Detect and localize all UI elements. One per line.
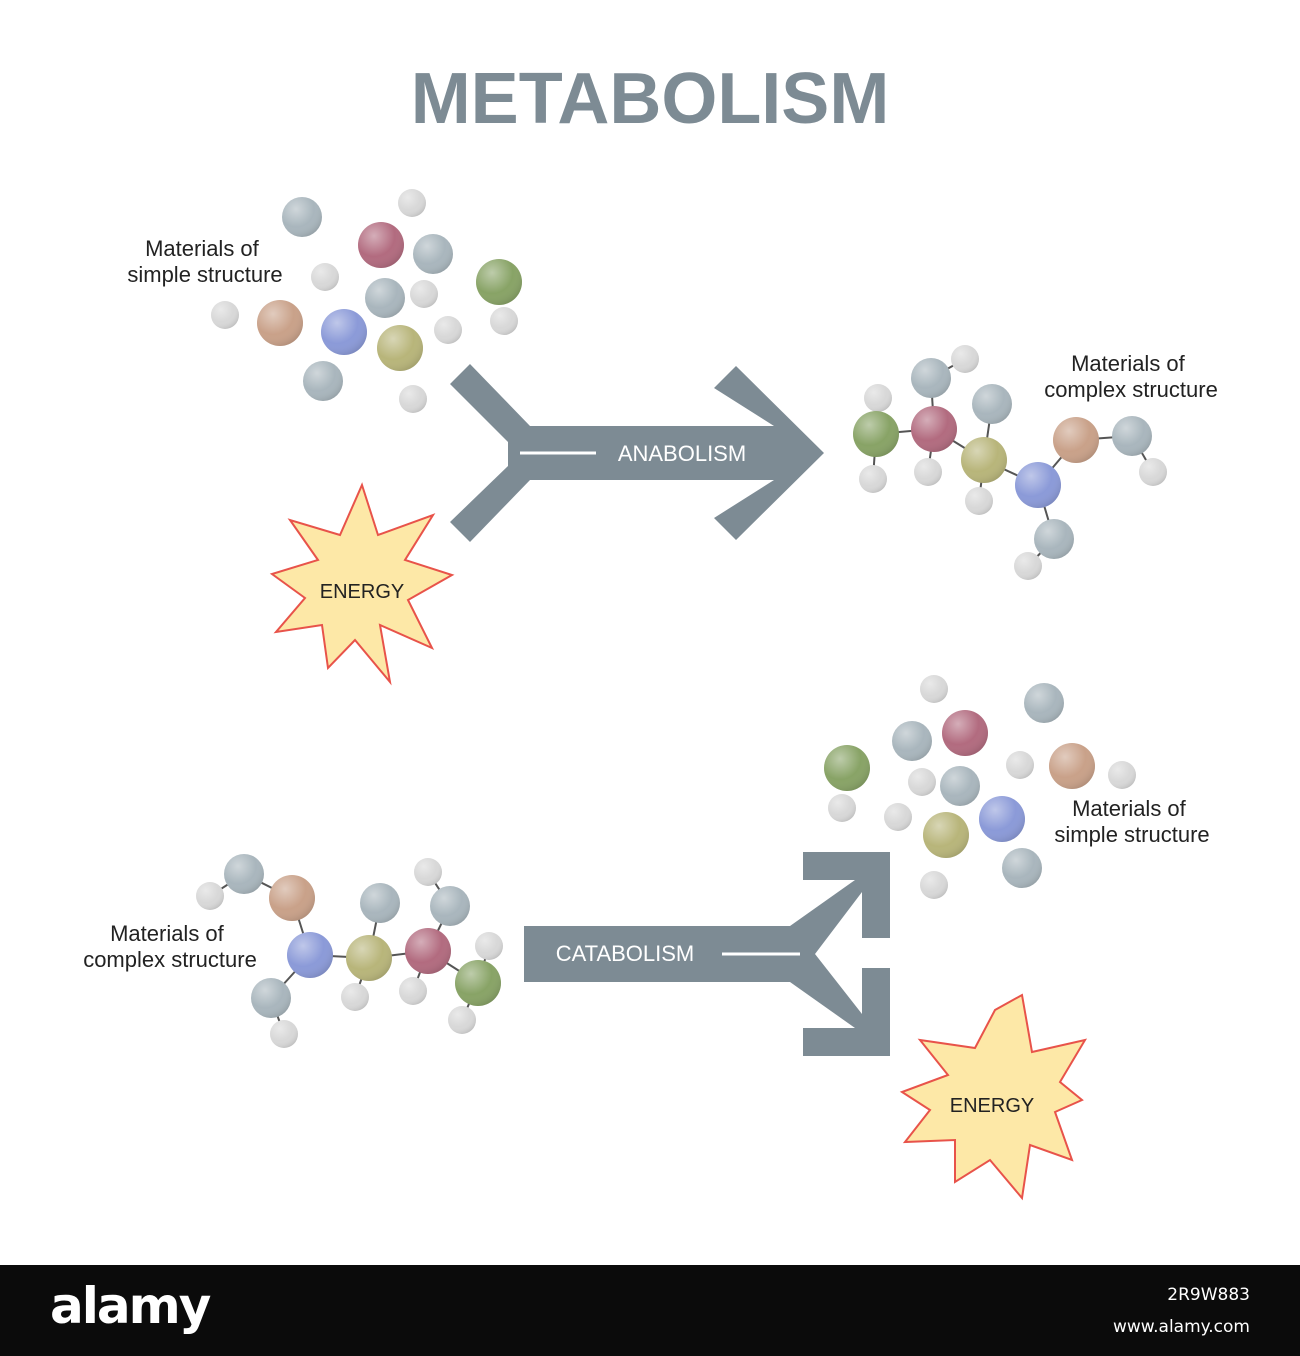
atom-highlight — [448, 1006, 476, 1034]
atom-highlight — [365, 278, 405, 318]
atom-highlight — [911, 406, 957, 452]
atom-highlight — [965, 487, 993, 515]
atom-highlight — [257, 300, 303, 346]
atom-highlight — [413, 234, 453, 274]
atom-highlight — [321, 309, 367, 355]
atom-highlight — [414, 858, 442, 886]
energy-label: ENERGY — [320, 581, 404, 603]
atom-highlight — [972, 384, 1012, 424]
atom-highlight — [1053, 417, 1099, 463]
image-id: 2R9W883 — [1167, 1285, 1250, 1305]
atom-highlight — [341, 983, 369, 1011]
simple-molecules-bottom — [824, 675, 1136, 899]
simple-molecules-top — [211, 189, 522, 413]
atom-highlight — [303, 361, 343, 401]
atom-highlight — [399, 977, 427, 1005]
atom-highlight — [475, 932, 503, 960]
atom-highlight — [1024, 683, 1064, 723]
atom-highlight — [311, 263, 339, 291]
atom-highlight — [942, 710, 988, 756]
atom-highlight — [1034, 519, 1074, 559]
atom-highlight — [1112, 416, 1152, 456]
anabolism-arrow — [450, 364, 824, 542]
atom-highlight — [224, 854, 264, 894]
atom-highlight — [270, 1020, 298, 1048]
atom-highlight — [951, 345, 979, 373]
atom-highlight — [490, 307, 518, 335]
site-url: www.alamy.com — [1112, 1317, 1250, 1337]
page-title: METABOLISM — [411, 59, 890, 139]
atom-highlight — [360, 883, 400, 923]
anabolism-section: Materials of simple structure — [127, 189, 1218, 686]
atom-highlight — [853, 411, 899, 457]
anabolism-input-label: Materials of simple structure — [127, 236, 282, 287]
atom-highlight — [211, 301, 239, 329]
atom-highlight — [377, 325, 423, 371]
atom-highlight — [961, 437, 1007, 483]
atom-highlight — [399, 385, 427, 413]
atom-highlight — [979, 796, 1025, 842]
atom-highlight — [864, 384, 892, 412]
catabolism-arrow — [524, 852, 890, 1056]
catabolism-output-label: Materials of simple structure — [1054, 796, 1209, 847]
catabolism-input-label: Materials of complex structure — [83, 921, 257, 972]
metabolism-diagram: METABOLISM Materials of simple structure — [83, 59, 1218, 1201]
atom-highlight — [476, 259, 522, 305]
alamy-logo: alamy — [50, 1277, 211, 1335]
complex-molecule-bottom — [196, 854, 503, 1048]
atom-highlight — [1108, 761, 1136, 789]
atom-highlight — [1139, 458, 1167, 486]
atom-highlight — [908, 768, 936, 796]
atom-highlight — [1014, 552, 1042, 580]
atom-highlight — [346, 935, 392, 981]
atom-highlight — [410, 280, 438, 308]
atom-highlight — [269, 875, 315, 921]
watermark-footer: alamy 2R9W883 www.alamy.com — [0, 1265, 1300, 1356]
atom-highlight — [920, 675, 948, 703]
atom-highlight — [914, 458, 942, 486]
atom-highlight — [282, 197, 322, 237]
atom-highlight — [1015, 462, 1061, 508]
energy-starburst-top: ENERGY — [269, 482, 455, 686]
atom-highlight — [920, 871, 948, 899]
starburst-icon — [269, 482, 455, 686]
atom-highlight — [196, 882, 224, 910]
atom-highlight — [1006, 751, 1034, 779]
atom-highlight — [405, 928, 451, 974]
atom-highlight — [455, 960, 501, 1006]
atom-highlight — [940, 766, 980, 806]
energy-starburst-bottom: ENERGY — [899, 993, 1088, 1201]
atom-highlight — [884, 803, 912, 831]
anabolism-output-label: Materials of complex structure — [1044, 351, 1218, 402]
atom-highlight — [251, 978, 291, 1018]
atom-highlight — [892, 721, 932, 761]
atom-highlight — [828, 794, 856, 822]
atom-highlight — [430, 886, 470, 926]
complex-molecule-top — [853, 345, 1167, 580]
catabolism-label: CATABOLISM — [556, 941, 695, 966]
atom-highlight — [398, 189, 426, 217]
atom-highlight — [923, 812, 969, 858]
atom-highlight — [434, 316, 462, 344]
catabolism-section: Materials of complex structure — [83, 675, 1210, 1201]
anabolism-label: ANABOLISM — [618, 441, 746, 466]
atom-highlight — [824, 745, 870, 791]
atom-highlight — [859, 465, 887, 493]
atom-highlight — [1049, 743, 1095, 789]
atom-highlight — [287, 932, 333, 978]
starburst-icon — [899, 993, 1088, 1201]
atom-highlight — [911, 358, 951, 398]
energy-label: ENERGY — [950, 1095, 1034, 1117]
atom-highlight — [358, 222, 404, 268]
atom-highlight — [1002, 848, 1042, 888]
